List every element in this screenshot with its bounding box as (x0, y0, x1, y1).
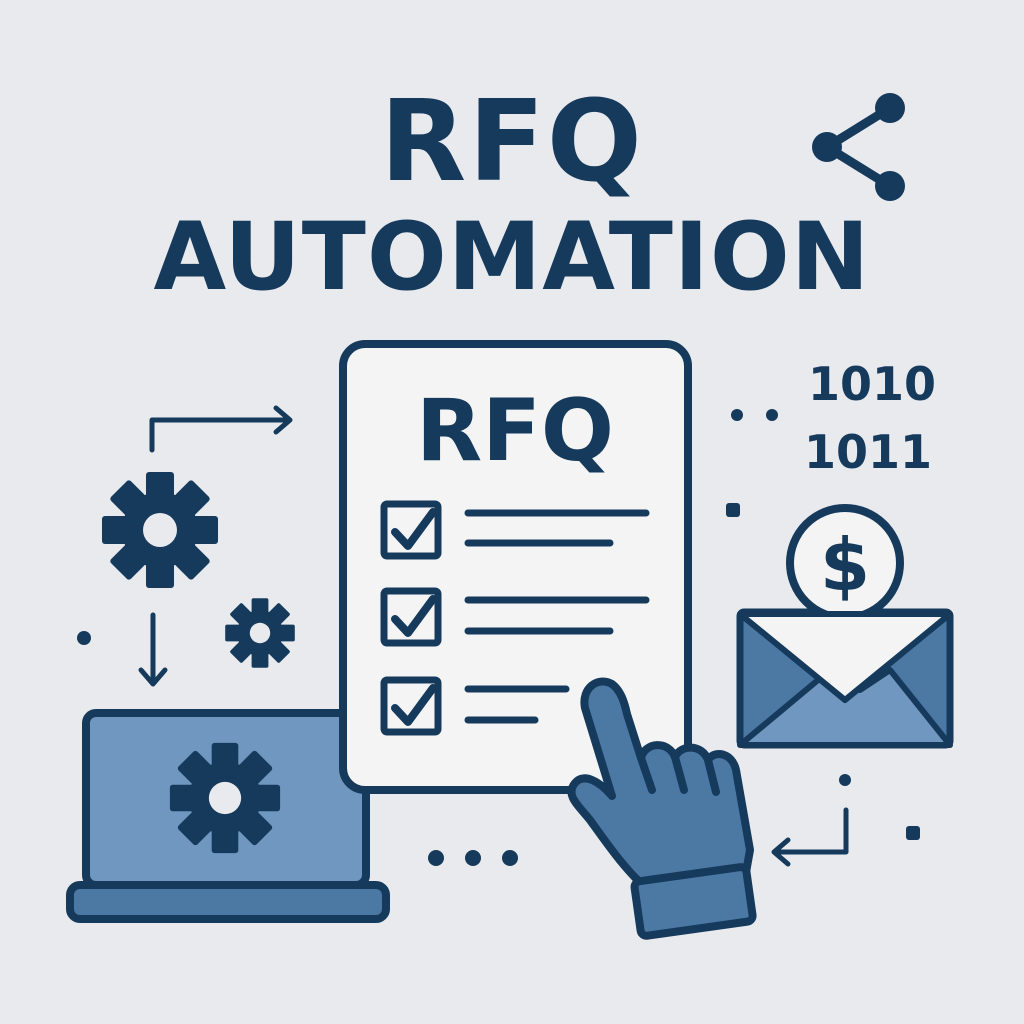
binary-line-1: 1010 (808, 357, 936, 411)
checkbox-icon (380, 500, 442, 560)
share-icon (812, 93, 905, 201)
arrow-right-icon (149, 405, 293, 453)
decorative-dots (77, 409, 920, 866)
checkbox-icon (380, 587, 442, 647)
document-heading: RFQ (416, 381, 614, 481)
binary-line-2: 1011 (804, 425, 932, 479)
currency-symbol: $ (820, 523, 870, 607)
arrow-down-icon (138, 612, 168, 687)
laptop-icon (66, 709, 390, 923)
document-icon: RFQ (339, 340, 692, 794)
title-line-2: AUTOMATION (153, 203, 871, 312)
title-line-1: RFQ (380, 77, 644, 207)
gear-icon (169, 742, 281, 854)
checkbox-icon (380, 676, 442, 736)
gear-icon (102, 472, 218, 588)
envelope-flap (737, 611, 953, 703)
arrow-left-icon (771, 807, 849, 867)
gear-icon (225, 598, 295, 668)
checklist (380, 500, 650, 736)
pointing-hand-icon (567, 677, 757, 940)
